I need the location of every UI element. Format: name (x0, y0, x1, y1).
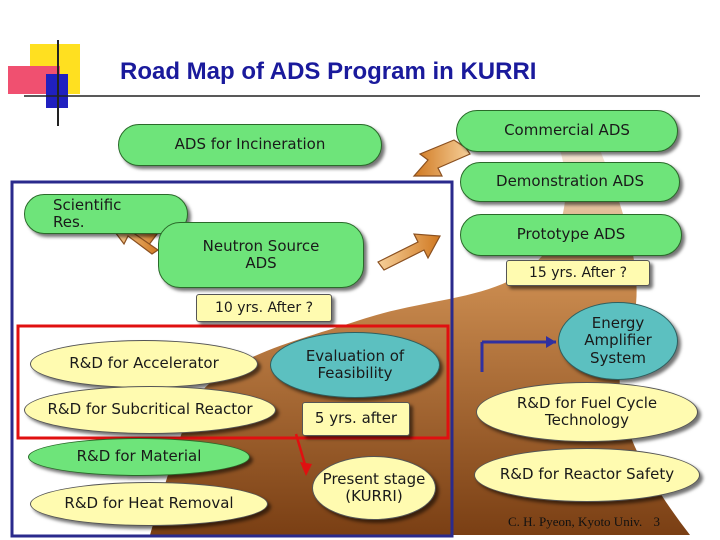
badge-5-years: 5 yrs. after (302, 402, 410, 436)
badge-label: 15 yrs. After ? (529, 264, 627, 281)
node-ads-incineration: ADS for Incineration (118, 124, 382, 166)
node-label: Scientific Res. (53, 195, 122, 231)
page-number: 3 (653, 514, 660, 529)
present-scope-frame (16, 324, 450, 440)
node-rd-fuel-cycle: R&D for Fuel Cycle Technology (476, 382, 698, 442)
node-scientific-res: Scientific Res. (24, 194, 188, 234)
node-label: R&D for Heat Removal (64, 494, 234, 513)
scope-frame (10, 180, 454, 538)
node-label: Energy Amplifier System (584, 314, 652, 367)
node-demonstration-ads: Demonstration ADS (460, 162, 680, 202)
node-rd-subcritical: R&D for Subcritical Reactor (24, 386, 276, 434)
node-label: Demonstration ADS (496, 172, 644, 191)
badge-15-years: 15 yrs. After ? (506, 260, 650, 286)
node-label: R&D for Accelerator (69, 354, 219, 373)
author-credit: C. H. Pyeon, Kyoto Univ. (508, 514, 643, 529)
footer-credit: C. H. Pyeon, Kyoto Univ. 3 (508, 514, 660, 530)
node-label: R&D for Material (76, 447, 202, 466)
node-rd-accelerator: R&D for Accelerator (30, 340, 258, 388)
logo-squares (8, 40, 700, 126)
energy-amplifier-connector (480, 336, 556, 372)
node-label: Prototype ADS (516, 225, 626, 244)
node-commercial-ads: Commercial ADS (456, 110, 678, 152)
node-label: ADS for Incineration (174, 135, 326, 154)
node-energy-amplifier: Energy Amplifier System (558, 302, 678, 380)
node-prototype-ads: Prototype ADS (460, 214, 682, 256)
node-rd-material: R&D for Material (28, 438, 250, 476)
node-neutron-source-ads: Neutron Source ADS (158, 222, 364, 288)
node-label: Neutron Source ADS (202, 236, 320, 272)
node-label: Present stage (KURRI) (322, 469, 426, 505)
node-label: Commercial ADS (504, 121, 630, 140)
node-rd-reactor-safety: R&D for Reactor Safety (474, 448, 700, 502)
node-evaluation-feasibility: Evaluation of Feasibility (270, 332, 440, 398)
node-label: R&D for Reactor Safety (499, 465, 675, 484)
node-present-stage: Present stage (KURRI) (312, 456, 436, 520)
arrow-neutron-to-prototype (377, 233, 441, 271)
node-label: Evaluation of Feasibility (305, 346, 405, 382)
present-stage-arrow (294, 433, 312, 476)
node-rd-heat-removal: R&D for Heat Removal (30, 482, 268, 526)
node-label: R&D for Fuel Cycle Technology (516, 393, 658, 429)
page-title: Road Map of ADS Program in KURRI (120, 58, 537, 85)
badge-label: 10 yrs. After ? (215, 299, 313, 316)
node-label: R&D for Subcritical Reactor (47, 400, 253, 419)
badge-label: 5 yrs. after (314, 409, 398, 428)
badge-10-years: 10 yrs. After ? (196, 294, 332, 322)
